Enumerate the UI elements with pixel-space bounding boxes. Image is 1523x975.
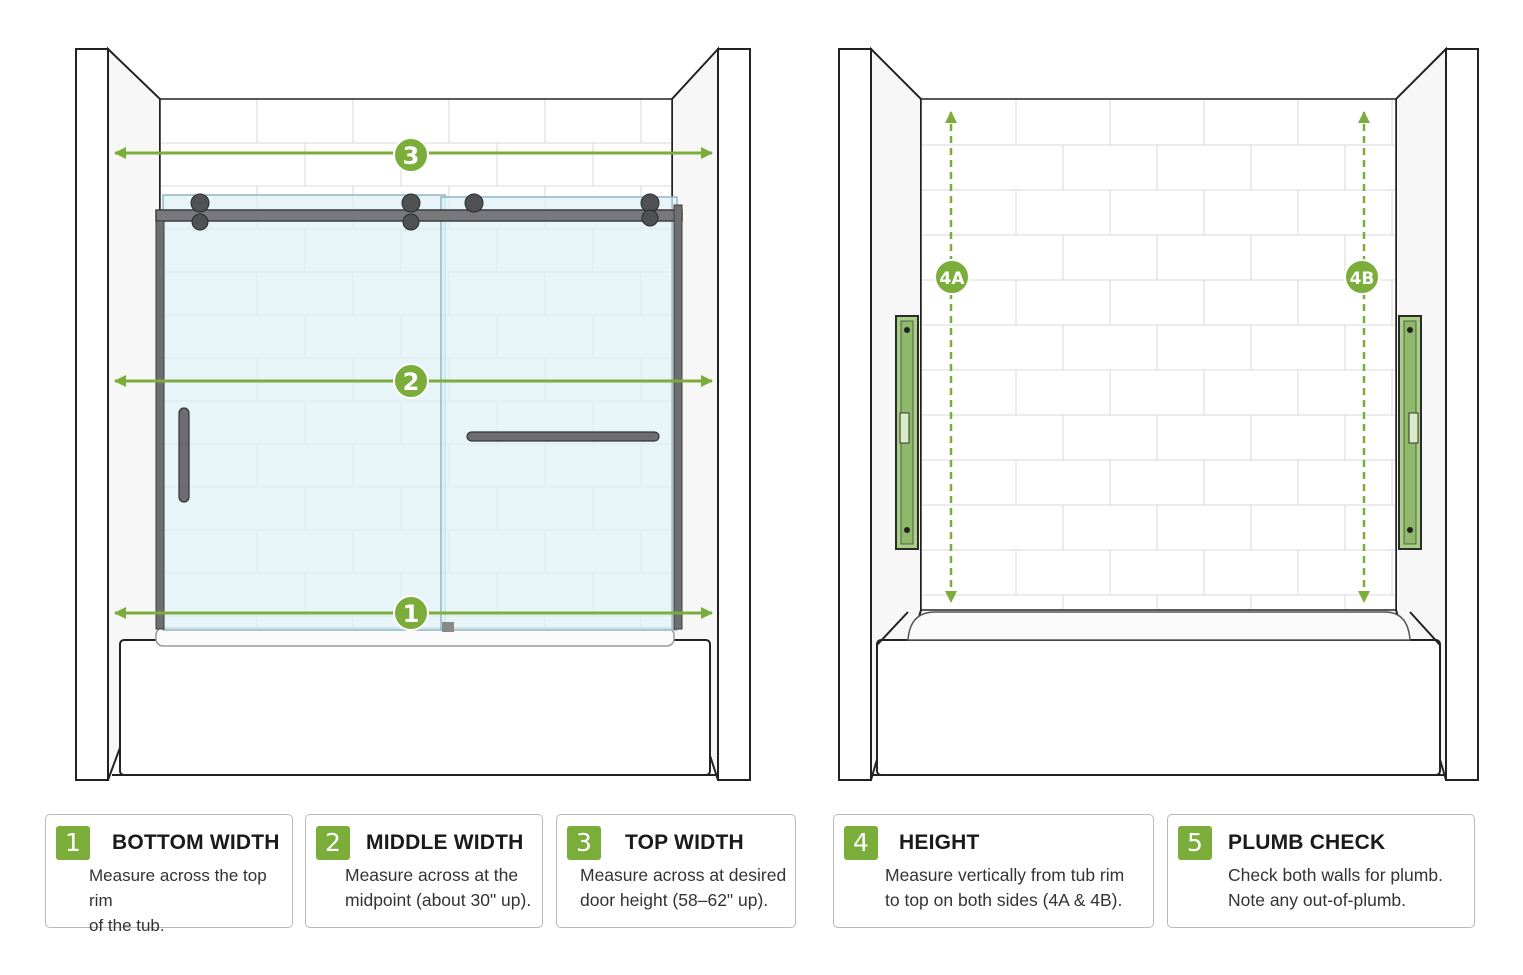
callout-1-label: 1	[403, 600, 420, 628]
callout-2-label: 2	[403, 368, 420, 396]
callout-4a-label: 4A	[940, 269, 966, 289]
callout-4b: 4B	[1344, 259, 1380, 295]
step-number-badge: 1	[56, 826, 90, 860]
step-card-top-width: 3 TOP WIDTH Measure across at desired do…	[556, 814, 796, 928]
step-description: Check both walls for plumb. Note any out…	[1228, 865, 1443, 910]
step-description: Measure across at the midpoint (about 30…	[345, 865, 532, 910]
bathtub	[876, 639, 1441, 776]
callout-4a: 4A	[934, 259, 970, 295]
step-title: MIDDLE WIDTH	[366, 831, 524, 854]
glass-panel-left	[162, 194, 446, 631]
back-wall-tiles	[922, 100, 1395, 609]
callout-3-label: 3	[403, 142, 420, 170]
step-title: HEIGHT	[899, 831, 980, 854]
bathtub	[119, 639, 711, 776]
step-description: Measure across at desired door height (5…	[580, 865, 787, 910]
level-tool-right	[1398, 315, 1422, 550]
callout-3: 3	[393, 137, 429, 173]
height-arrows	[945, 111, 1370, 603]
step-description: Measure vertically from tub rim to top o…	[885, 865, 1125, 910]
step-number-badge: 4	[844, 826, 878, 860]
door-handle-vertical	[178, 407, 190, 503]
callout-4b-label: 4B	[1350, 269, 1375, 289]
step-number-badge: 3	[567, 826, 601, 860]
step-title: PLUMB CHECK	[1228, 831, 1386, 854]
step-card-middle-width: 2 MIDDLE WIDTH Measure across at the mid…	[305, 814, 543, 928]
left-shower-enclosure	[75, 46, 751, 781]
step-title: TOP WIDTH	[625, 831, 744, 854]
callout-1: 1	[393, 595, 429, 631]
step-description: Measure across the top rim of the tub.	[89, 866, 267, 935]
measurement-diagram: 3 2 1	[75, 46, 1479, 781]
door-rollers	[190, 193, 660, 231]
right-shower-enclosure	[838, 46, 1479, 781]
step-card-bottom-width: 1 BOTTOM WIDTH Measure across the top ri…	[45, 814, 293, 935]
level-tool-left	[895, 315, 919, 550]
step-title: BOTTOM WIDTH	[112, 831, 280, 854]
towel-bar	[466, 431, 660, 442]
step-number-badge: 2	[316, 826, 350, 860]
step-card-height: 4 HEIGHT Measure vertically from tub rim…	[833, 814, 1154, 928]
callout-2: 2	[393, 363, 429, 399]
step-number-badge: 5	[1178, 826, 1212, 860]
glass-panel-right	[440, 196, 678, 631]
step-card-plumb-check: 5 PLUMB CHECK Check both walls for plumb…	[1167, 814, 1475, 928]
